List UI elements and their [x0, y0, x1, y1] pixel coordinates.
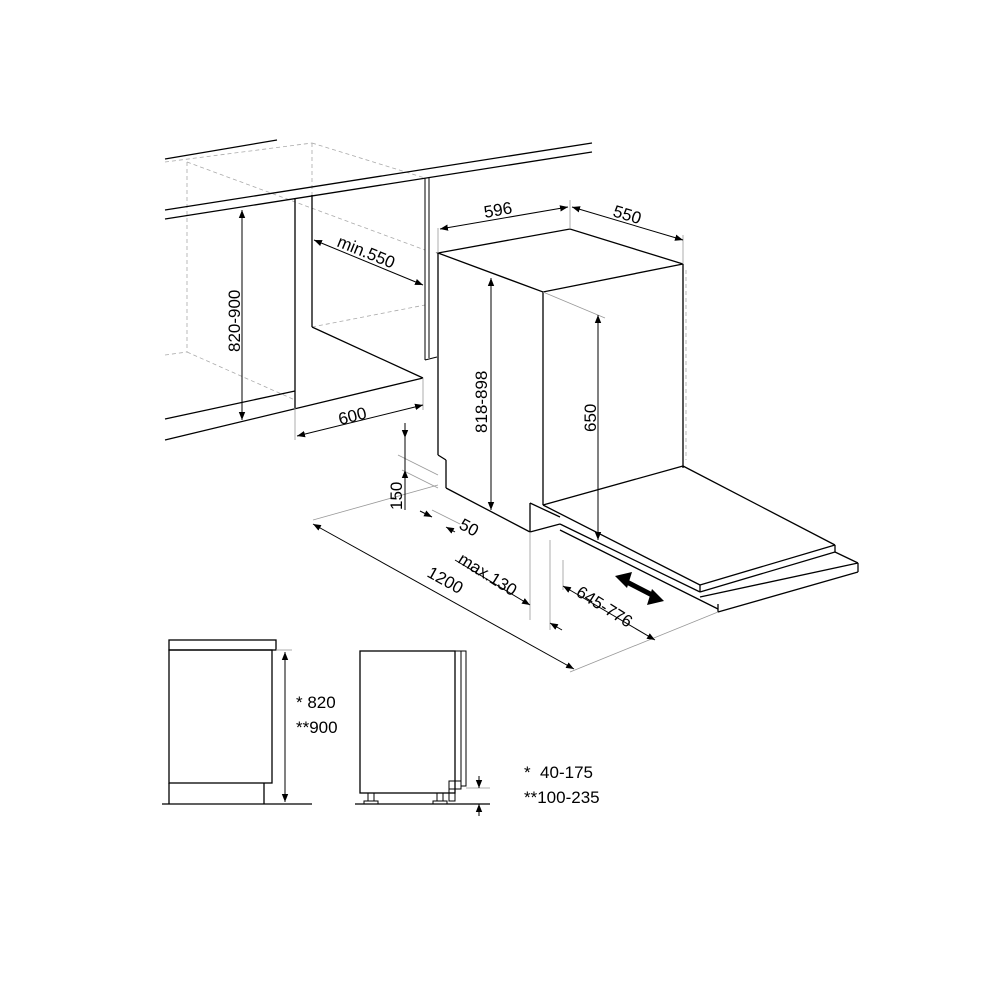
- dim-min-550: min.550: [335, 232, 398, 272]
- door-slide-double-arrow-icon: [615, 572, 664, 605]
- dim-650: 650: [581, 404, 600, 432]
- plinth-range-2: **100-235: [524, 788, 600, 807]
- kitchen-niche: [164, 139, 593, 441]
- dim-820-900: 820-900: [225, 290, 244, 352]
- dim-550: 550: [611, 202, 644, 228]
- dim-818-898: 818-898: [472, 371, 491, 433]
- side-view-cabinet: [162, 639, 312, 805]
- dim-150: 150: [387, 482, 406, 510]
- dim-600: 600: [336, 404, 368, 429]
- side-height-900: **900: [296, 718, 338, 737]
- dim-50: 50: [456, 515, 482, 541]
- dim-645-776: 645-776: [573, 582, 636, 631]
- side-view-dishwasher: [355, 650, 490, 816]
- dishwasher-isometric: [312, 200, 859, 673]
- dim-max-130: max.130: [455, 549, 520, 600]
- dim-596: 596: [482, 198, 513, 222]
- plinth-range-1: * 40-175: [524, 763, 593, 782]
- dimension-lines: [238, 205, 684, 670]
- side-height-820: * 820: [296, 693, 336, 712]
